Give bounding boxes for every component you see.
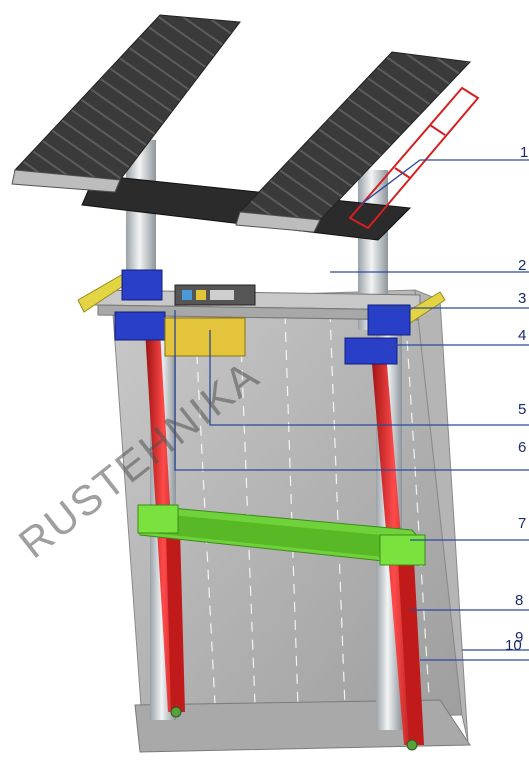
callout-label-2: 2 xyxy=(518,257,527,274)
blue-blocks xyxy=(114,269,411,365)
callout-label-6: 6 xyxy=(518,439,527,456)
callout-label-1: 1 xyxy=(520,144,529,161)
callout-leader-6 xyxy=(174,310,529,471)
callout-label-8: 8 xyxy=(515,592,524,609)
back-frame xyxy=(111,289,471,753)
callout-label-7: 7 xyxy=(518,515,527,532)
callout-label-3: 3 xyxy=(518,290,527,307)
callout-label-4: 4 xyxy=(518,327,527,344)
ramps xyxy=(11,14,480,233)
control-unit xyxy=(164,284,256,357)
callout-label-10: 10 xyxy=(505,637,522,654)
green-crossbar xyxy=(137,504,426,566)
callout-leader-1 xyxy=(359,159,529,206)
callout-leader-5 xyxy=(209,330,529,426)
callout-label-9: 9 xyxy=(515,629,524,646)
callout-label-5: 5 xyxy=(518,401,527,418)
callout-leaders xyxy=(174,159,529,661)
